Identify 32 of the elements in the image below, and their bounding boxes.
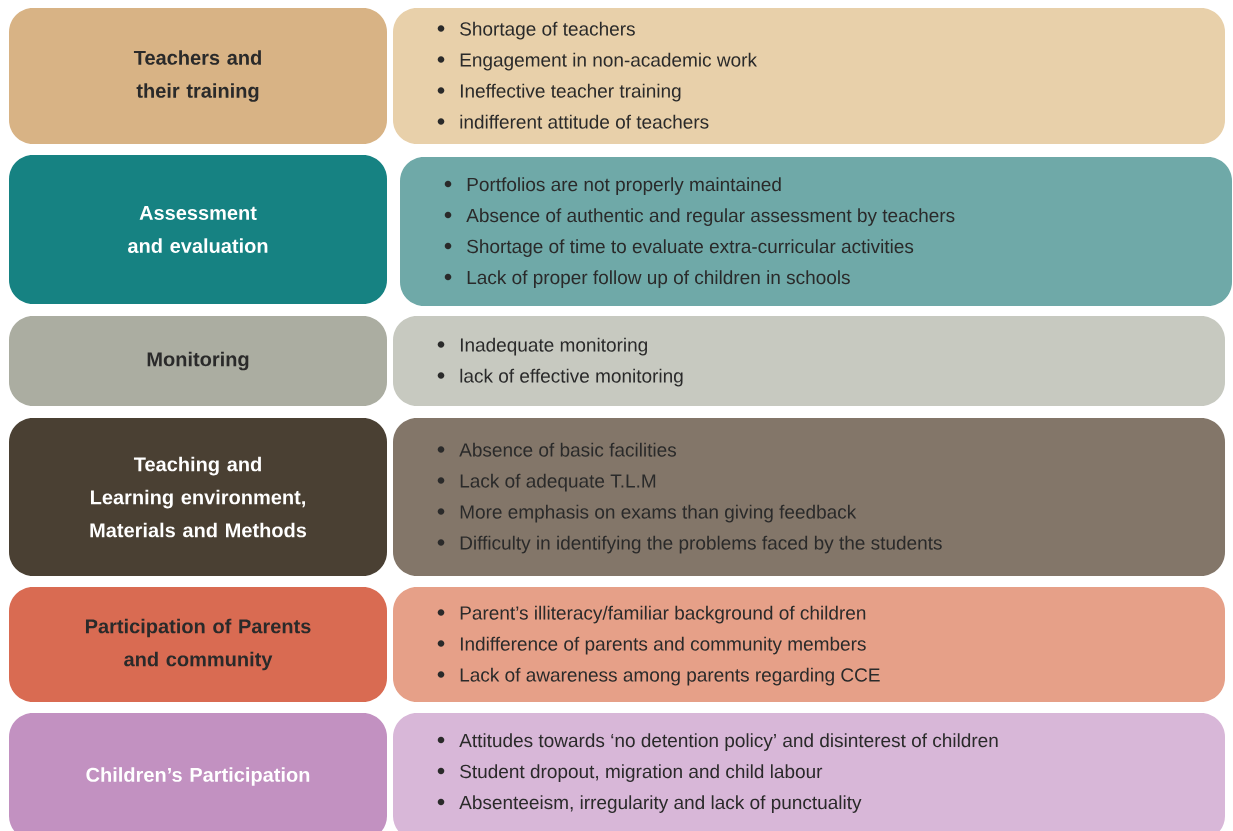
list-box bbox=[393, 316, 1225, 406]
list-item: Engagement in non-academic work bbox=[460, 52, 757, 71]
list-item: lack of effective monitoring bbox=[460, 368, 683, 387]
list-item: More emphasis on exams than giving feedback bbox=[460, 504, 857, 523]
list-box bbox=[393, 418, 1225, 576]
list-item: Student dropout, migration and child labour bbox=[460, 764, 823, 782]
list-item: Absence of basic facilities bbox=[459, 442, 677, 457]
list-item: Portfolios are not properly maintained bbox=[467, 177, 781, 195]
list-item: Indifference of parents and community members bbox=[460, 636, 866, 655]
category-box: Teachers and their training bbox=[9, 8, 387, 144]
list-item: Lack of adequate T.L.M bbox=[460, 473, 656, 492]
category-box: Assessment and evaluation bbox=[9, 155, 387, 304]
list-item: Inadequate monitoring bbox=[460, 337, 647, 356]
category-box: Participation of Parents and community bbox=[9, 587, 387, 702]
list-item: Parent’s illiteracy/familiar background of children bbox=[460, 605, 866, 624]
category-box: Monitoring bbox=[9, 316, 387, 406]
category-box: Children’s Participation bbox=[9, 713, 387, 831]
list-item: Absenteeism, irregularity and lack of punctuality bbox=[459, 795, 862, 813]
list-item: indifferent attitude of teachers bbox=[460, 114, 709, 129]
list-item: Attitudes towards ‘no detention policy’ and disinterest of children bbox=[459, 733, 998, 751]
list-item: Lack of proper follow up of children in schools bbox=[467, 270, 850, 288]
list-item: Shortage of teachers bbox=[460, 21, 635, 40]
list-item: Lack of awareness among parents regarding CCE bbox=[460, 667, 880, 686]
list-box bbox=[393, 8, 1225, 144]
list-item: Difficulty in identifying the problems faced by the students bbox=[460, 535, 942, 554]
list-item: Shortage of time to evaluate extra-curricular activities bbox=[467, 239, 914, 257]
category-box: Teaching and Learning environment, Materials and Methods bbox=[9, 418, 387, 576]
list-item: Absence of authentic and regular assessment by teachers bbox=[466, 208, 955, 226]
list-box bbox=[400, 157, 1232, 306]
list-item: Ineffective teacher training bbox=[460, 83, 681, 102]
list-box bbox=[393, 713, 1225, 831]
list-box bbox=[393, 587, 1225, 702]
